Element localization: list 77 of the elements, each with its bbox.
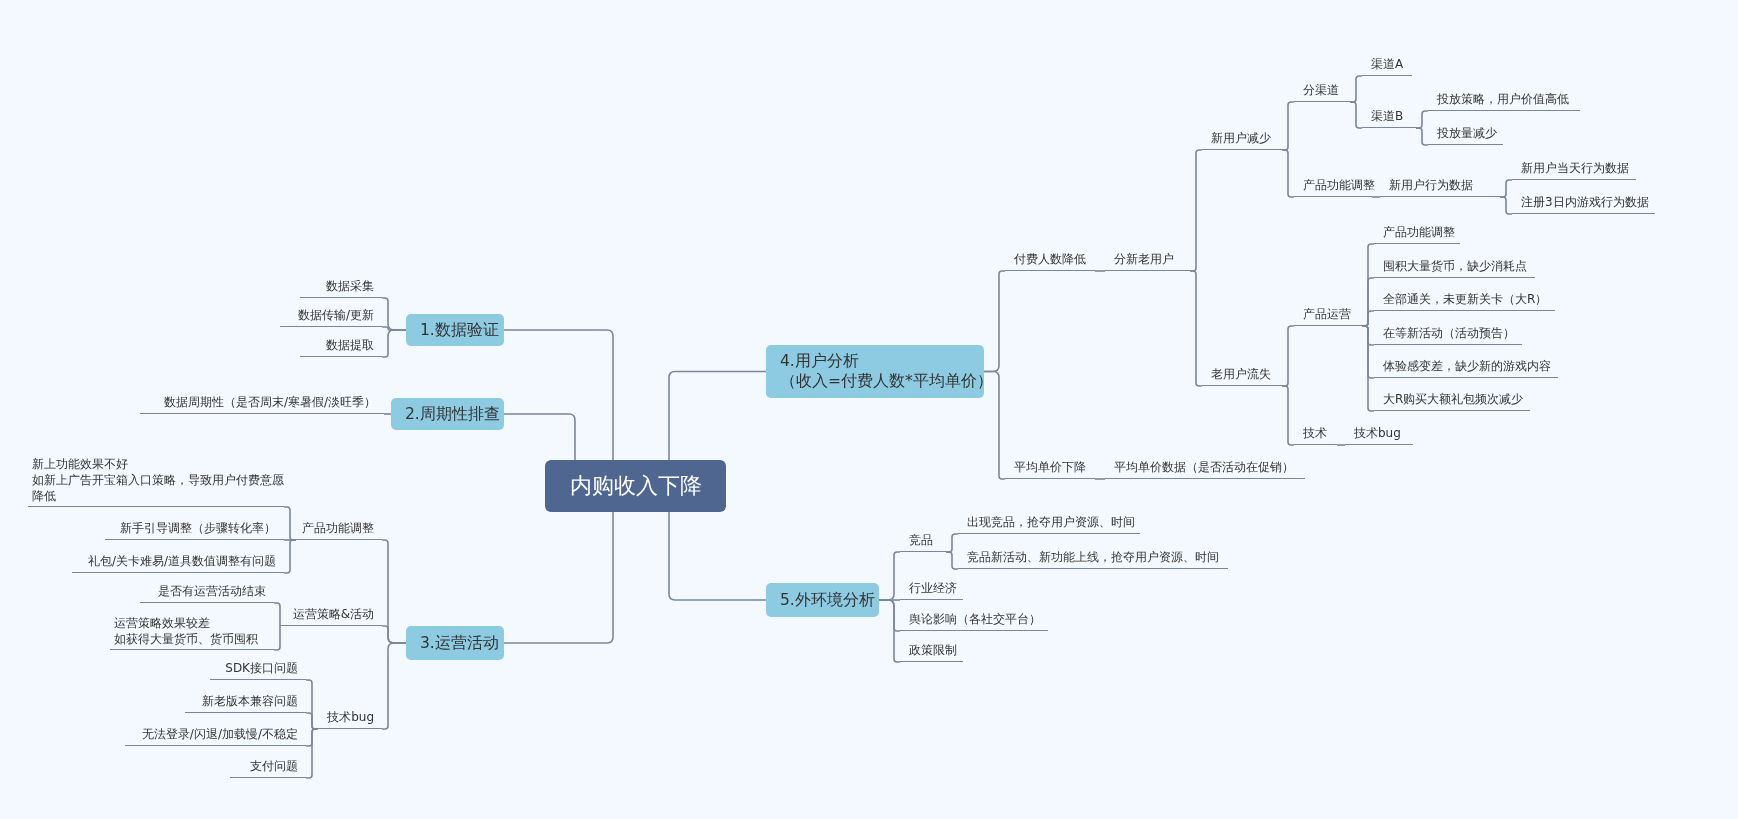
branch-label: 行业经济 (900, 578, 963, 600)
branch-label: 渠道B (1362, 106, 1416, 128)
branch-label: 运营策略效果较差如获得大量货币、货币囤积 (110, 612, 274, 650)
branch-label: 产品功能调整 (296, 518, 382, 540)
connector-line (1499, 196, 1513, 215)
branch-label: 平均单价下降 (1005, 457, 1095, 479)
connector-line (1361, 325, 1375, 412)
connector-line (668, 511, 767, 601)
branch-label: 在等新活动（活动预告） (1374, 323, 1522, 345)
branch-label: 投放策略，用户价值高低 (1428, 89, 1580, 111)
connector-line (1349, 101, 1363, 129)
branch-label: 数据提取 (300, 335, 382, 357)
connector-line (381, 642, 407, 730)
branch-label: 运营策略&活动 (280, 604, 382, 626)
branch-label: 数据周期性（是否周末/寒暑假/淡旺季） (140, 392, 384, 414)
branch-label: 技术bug (1345, 423, 1413, 445)
branch-label: 渠道A (1362, 54, 1412, 76)
connector-line (503, 511, 614, 644)
connector-line (1094, 478, 1106, 480)
connector-line (273, 625, 281, 651)
connector-line (283, 539, 297, 574)
branch-label: 老用户流失 (1202, 364, 1282, 386)
topic-box: 2.周期性排查 (391, 398, 504, 430)
branch-label: 竞品新活动、新功能上线，抢夺用户资源、时间 (958, 547, 1228, 569)
branch-label: 新用户当天行为数据 (1512, 158, 1636, 180)
branch-label: 技术bug (318, 707, 382, 729)
branch-label: 数据传输/更新 (280, 305, 382, 327)
topic-box: 1.数据验证 (406, 314, 504, 346)
branch-label: 新老版本兼容问题 (185, 691, 306, 713)
branch-label: 囤积大量货币，缺少消耗点 (1374, 256, 1535, 278)
branch-label: 数据采集 (300, 276, 382, 298)
connector-line (1371, 196, 1381, 198)
branch-label: 分渠道 (1294, 80, 1350, 102)
connector-line (945, 551, 959, 570)
branch-label: 投放量减少 (1428, 123, 1503, 145)
central-topic-box: 内购收入下降 (545, 460, 726, 512)
branch-label: 无法登录/闪退/加载慢/不稳定 (125, 724, 306, 746)
connector-line (983, 370, 1006, 480)
branch-label: 舆论影响（各社交平台） (900, 609, 1048, 631)
connector-line (878, 599, 901, 663)
branch-label: 产品运营 (1294, 304, 1362, 326)
branch-label: SDK接口问题 (210, 658, 306, 680)
branch-label: 政策限制 (900, 640, 963, 662)
branch-label: 产品功能调整 (1374, 222, 1460, 244)
connector-line (383, 413, 392, 415)
branch-label: 平均单价数据（是否活动在促销） (1105, 457, 1305, 479)
branch-label: 新用户减少 (1202, 128, 1282, 150)
branch-label: 礼包/关卡难易/道具数值调整有问题 (72, 551, 284, 573)
connector-line (1281, 149, 1295, 198)
connector-line (305, 728, 319, 779)
branch-label: 技术 (1294, 423, 1337, 445)
connector-line (503, 329, 614, 461)
topic-box: 3.运营活动 (406, 626, 504, 660)
branch-label: 大R购买大额礼包频次减少 (1374, 389, 1530, 411)
connector-line (1281, 385, 1295, 446)
branch-label: 是否有运营活动结束 (140, 581, 274, 603)
branch-label: 分新老用户 (1105, 249, 1190, 271)
branch-label: 付费人数降低 (1005, 249, 1095, 271)
branch-label: 新上功能效果不好如新上广告开宝箱入口策略，导致用户付费意愿降低 (28, 453, 284, 507)
branch-label: 体验感变差，缺少新的游戏内容 (1374, 356, 1558, 378)
connector-line (668, 370, 767, 461)
branch-label: 注册3日内游戏行为数据 (1512, 192, 1655, 214)
topic-box: 5.外环境分析 (766, 583, 879, 617)
connector-line (1189, 270, 1203, 387)
connector-line (1094, 270, 1106, 272)
topic-box: 4.用户分析（收入=付费人数*平均单价） (766, 345, 984, 398)
branch-label: 新用户行为数据 (1380, 175, 1500, 197)
connector-line (1415, 127, 1429, 146)
connector-line (1336, 444, 1346, 446)
branch-label: 出现竞品，抢夺用户资源、时间 (958, 512, 1140, 534)
branch-label: 支付问题 (230, 756, 306, 778)
branch-label: 竞品 (900, 530, 946, 552)
connector-line (273, 602, 281, 627)
branch-label: 新手引导调整（步骤转化率） (105, 518, 284, 540)
branch-label: 全部通关，未更新关卡（大R） (1374, 289, 1555, 311)
connector-line (381, 329, 407, 358)
connector-line (503, 413, 576, 461)
